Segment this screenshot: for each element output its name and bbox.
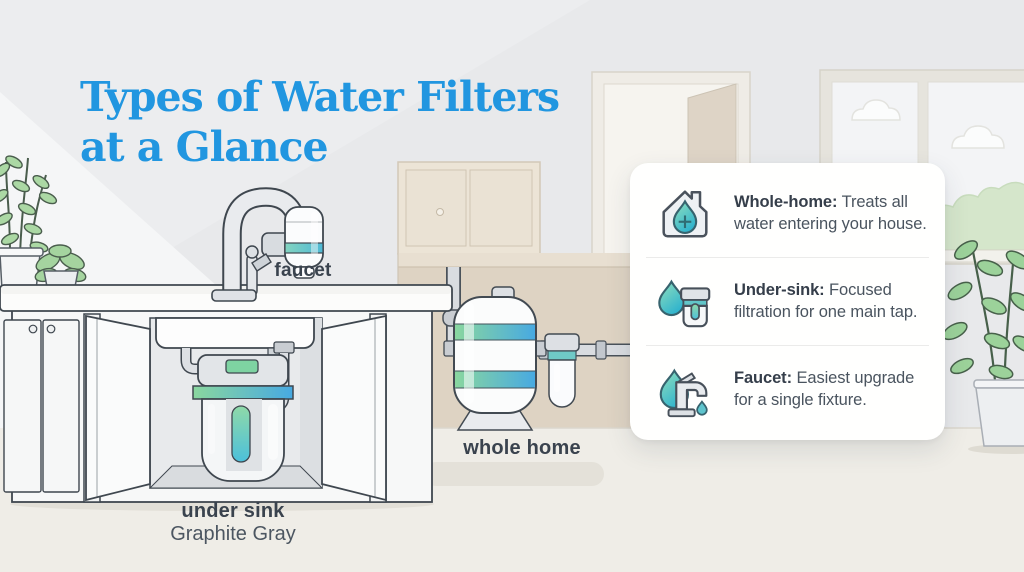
label-under-sink-variant: Graphite Gray xyxy=(170,523,296,545)
card-row-under-sink: Under-sink: Focused filtration for one m… xyxy=(630,258,945,345)
card-desc: Focused filtration for one main tap. xyxy=(734,280,918,321)
under-sink-filter-illustration xyxy=(192,354,294,482)
filter-types-card: Whole-home: Treats all water entering yo… xyxy=(630,163,945,440)
island-cabinet xyxy=(0,284,453,511)
card-divider xyxy=(646,345,929,346)
faucet-drop-icon xyxy=(652,359,718,421)
cloud-icon xyxy=(951,125,1005,149)
cloud-icon xyxy=(851,99,901,121)
card-term: Under-sink: xyxy=(734,280,825,299)
window-bush xyxy=(927,181,1024,251)
right-plant xyxy=(942,240,1024,454)
wall-cabinets xyxy=(397,161,541,255)
page-title-line2: at a Glance xyxy=(80,122,329,171)
under-sink-drop-cartridge-icon xyxy=(652,271,718,333)
card-divider xyxy=(646,257,929,258)
page-title-line1: Types of Water Filters xyxy=(80,73,560,122)
label-whole-home: whole home xyxy=(463,437,581,459)
whole-home-filter-illustration xyxy=(424,267,632,486)
label-under-sink: under sink xyxy=(181,500,285,522)
card-row-whole-home: Whole-home: Treats all water entering yo… xyxy=(630,170,945,257)
card-term: Whole-home: xyxy=(734,192,838,211)
faucet-filter-illustration xyxy=(211,187,324,302)
label-faucet: faucet xyxy=(274,260,332,281)
page-title: Types of Water Filters at a Glance xyxy=(80,73,560,171)
card-text-whole-home: Whole-home: Treats all water entering yo… xyxy=(734,192,931,236)
card-term: Faucet: xyxy=(734,368,792,387)
card-text-under-sink: Under-sink: Focused filtration for one m… xyxy=(734,280,931,324)
card-desc: Treats all water entering your house. xyxy=(734,192,927,233)
card-desc: Easiest upgrade for a single fixture. xyxy=(734,368,915,409)
whole-home-house-drop-icon xyxy=(652,183,718,245)
card-text-faucet: Faucet: Easiest upgrade for a single fix… xyxy=(734,368,931,412)
card-row-faucet: Faucet: Easiest upgrade for a single fix… xyxy=(630,346,945,433)
